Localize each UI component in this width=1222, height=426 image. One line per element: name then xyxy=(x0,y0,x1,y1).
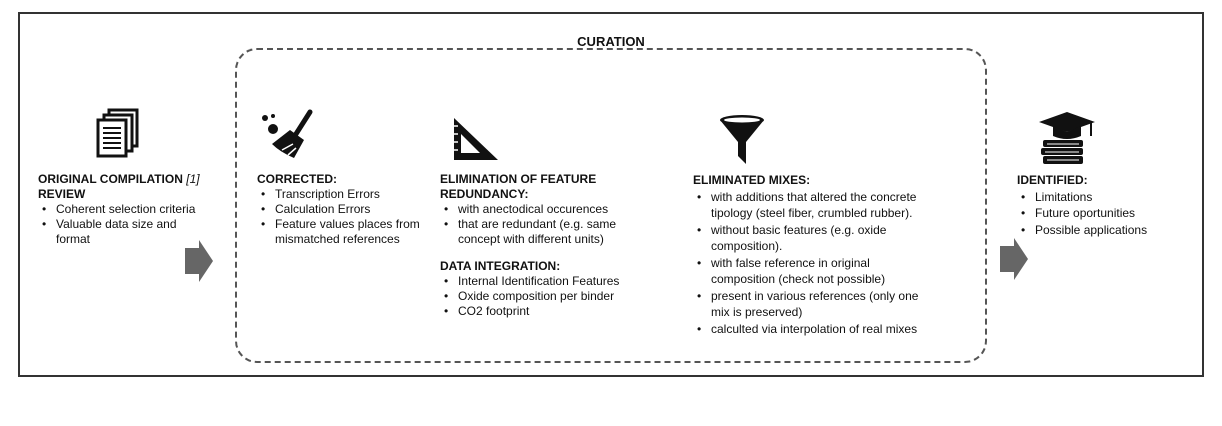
eliminated-block: ELIMINATED MIXES: with additions that al… xyxy=(693,172,953,337)
identified-heading: IDENTIFIED: xyxy=(1017,173,1088,187)
list-item: CO2 footprint xyxy=(444,304,640,319)
original-heading: ORIGINAL COMPILATION [1]REVIEW xyxy=(38,172,200,201)
graduation-books-icon xyxy=(1039,112,1095,164)
identified-block: IDENTIFIED: LimitationsFuture oportuniti… xyxy=(1017,172,1187,238)
list-item: Coherent selection criteria xyxy=(42,202,218,217)
set-square-icon xyxy=(454,118,498,160)
list-item: with false reference in original composi… xyxy=(697,255,911,288)
list-item: Internal Identification Features xyxy=(444,274,640,289)
redundancy-heading: ELIMINATION OF FEATURE REDUNDANCY: xyxy=(440,172,597,201)
curation-boundary xyxy=(235,48,987,363)
corrected-heading: CORRECTED: xyxy=(257,172,337,186)
list-item: Feature values places from mismatched re… xyxy=(261,217,432,247)
curation-title: CURATION xyxy=(577,34,645,49)
corrected-block: CORRECTED: Transcription ErrorsCalculati… xyxy=(257,172,432,247)
list-item: with anectodical occurences xyxy=(444,202,640,217)
arrow-right-icon xyxy=(1000,238,1028,280)
arrow-right-icon xyxy=(185,240,213,282)
list-item: Transcription Errors xyxy=(261,187,432,202)
list-item: present in various references (only one … xyxy=(697,288,931,321)
list-item: Oxide composition per binder xyxy=(444,289,640,304)
integration-heading: DATA INTEGRATION: xyxy=(440,259,561,273)
eliminated-heading: ELIMINATED MIXES: xyxy=(693,173,811,187)
list-item: without basic features (e.g. oxide compo… xyxy=(697,222,911,255)
list-item: Calculation Errors xyxy=(261,202,432,217)
list-item: Future oportunities xyxy=(1021,205,1187,222)
redundancy-block: ELIMINATION OF FEATURE REDUNDANCY: with … xyxy=(440,172,640,319)
list-item: that are redundant (e.g. same concept wi… xyxy=(444,217,640,247)
original-compilation-block: ORIGINAL COMPILATION [1]REVIEW Coherent … xyxy=(38,172,218,247)
broom-icon xyxy=(262,109,313,158)
list-item: with additions that altered the concrete… xyxy=(697,189,953,222)
list-item: Limitations xyxy=(1021,189,1187,206)
documents-icon xyxy=(96,108,139,158)
diagram-frame xyxy=(18,12,1204,377)
reference-label: [1] xyxy=(186,172,200,186)
list-item: calculted via interpolation of real mixe… xyxy=(697,321,953,338)
funnel-icon xyxy=(720,115,764,164)
list-item: Possible applications xyxy=(1021,222,1187,239)
list-item: Valuable data size and format xyxy=(42,217,186,247)
